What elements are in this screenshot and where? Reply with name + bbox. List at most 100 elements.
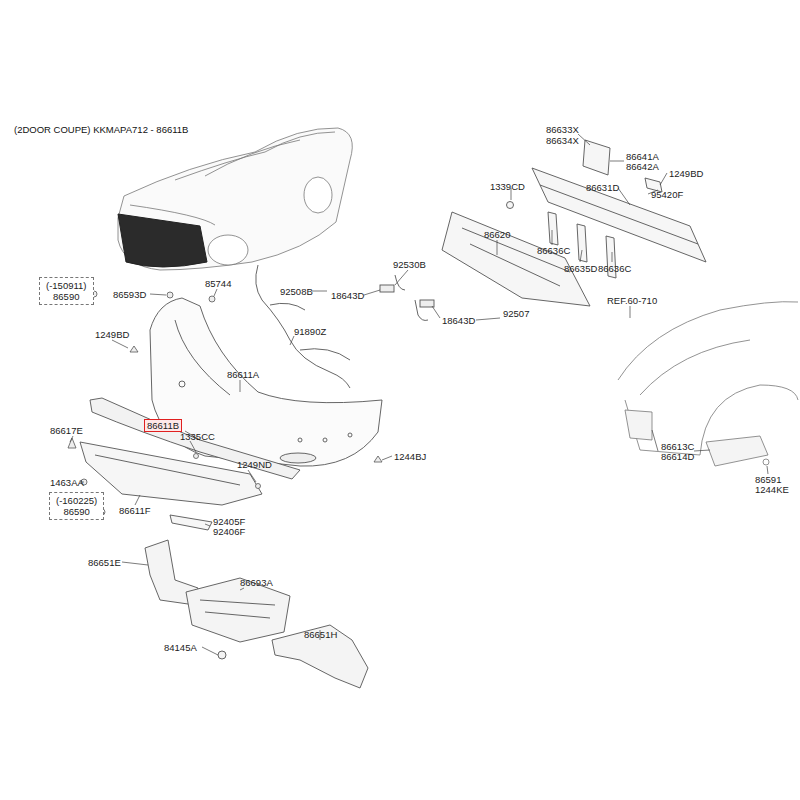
leader-lines-shape (612, 252, 613, 262)
wiring-harness-shape (380, 285, 394, 292)
bumper-cover-shape (323, 438, 327, 442)
fasteners (68, 291, 382, 515)
wiring-harness-shape (420, 300, 434, 307)
callout-number: 86590 (56, 506, 97, 517)
callout-number: 86617E (50, 425, 83, 436)
leader-lines-shape (248, 470, 256, 482)
leader-lines-shape (580, 250, 582, 262)
wiring-harness-shape (395, 275, 428, 320)
bumper-cover (150, 298, 382, 466)
callout-number: 86636C (598, 263, 631, 274)
callout-number: 85744 (205, 278, 231, 289)
callout-number: 86633X (546, 124, 579, 135)
callout-number: 86642A (626, 161, 659, 172)
leader-lines-shape (578, 134, 590, 145)
leader-lines-shape (630, 306, 631, 318)
leader-lines-shape (190, 441, 196, 452)
callout-number: 86651H (304, 629, 337, 640)
callout-number: 1249ND (237, 459, 272, 470)
callout-number: 95420F (651, 189, 683, 200)
leader-lines-shape (610, 161, 624, 162)
leader-lines-shape (70, 436, 73, 442)
fasteners-shape (256, 484, 261, 489)
callout-number: 86631D (586, 182, 619, 193)
leader-lines-shape (660, 173, 667, 185)
callout-number: 92508B (280, 286, 313, 297)
callout-number: 86613C (661, 441, 694, 452)
bumper-cover-shape (348, 433, 352, 437)
callout-number: 86593D (113, 289, 146, 300)
leader-lines-shape (552, 230, 553, 245)
callout-number: 92530B (393, 259, 426, 270)
node-heading: (-160225) (56, 495, 97, 506)
reinforcement-beam-shape (540, 185, 698, 244)
reinforcement-beam-shape (577, 224, 587, 262)
leader-lines-shape (290, 336, 294, 345)
reinforcement-beam-shape (548, 212, 558, 245)
fasteners-shape (209, 296, 215, 302)
bumper-cover-shape (175, 320, 230, 395)
bumper-cover-shape (280, 453, 316, 463)
leader-lines-shape (240, 380, 241, 392)
leader-lines-shape (652, 430, 710, 451)
callout-number: 1244KE (755, 484, 789, 495)
fasteners-shape (68, 438, 76, 448)
callout-number: REF.60-710 (607, 295, 657, 306)
car-outline-shape (304, 177, 332, 213)
car-outline-shape (208, 235, 248, 265)
car-rear-bumper (118, 214, 207, 267)
wiring-harness-shape (270, 303, 350, 360)
callout-number: 86614D (661, 451, 694, 462)
fasteners-shape (130, 346, 138, 352)
leader-lines-shape (214, 289, 217, 296)
callout-number: 86611F (119, 505, 151, 516)
under-covers-shape (272, 625, 368, 688)
wiring-harness (256, 265, 434, 388)
leader-lines-shape (202, 647, 218, 655)
bumper-cover-shape (150, 298, 382, 466)
under-covers-shape (200, 600, 275, 618)
bumper-cover-shape (179, 381, 185, 387)
callout-number: 86641A (626, 151, 659, 162)
fender-outline-shape (763, 459, 769, 465)
diagram-title: (2DOOR COUPE) KKMAPA712 - 86611B (14, 124, 188, 135)
fender-outline-shape (618, 302, 798, 380)
under-covers-shape (218, 651, 226, 659)
reinforcement-beam (507, 140, 707, 278)
callout-number: 86591 (755, 474, 781, 485)
leader-lines-shape (395, 270, 408, 285)
reinforcement-beam-shape (583, 140, 610, 175)
fasteners-shape (374, 456, 382, 462)
fender-outline-shape (640, 340, 750, 395)
callout-number: 86590 (46, 291, 87, 302)
leader-lines-shape (312, 291, 327, 292)
leader-lines-shape (112, 340, 128, 348)
car-outline-shape (175, 132, 335, 180)
callout-number: 86636C (537, 245, 570, 256)
callout-number: 86634X (546, 135, 579, 146)
node-heading: (-150911) (46, 280, 87, 291)
leader-lines-shape (150, 294, 166, 295)
diffuser-garnish (80, 442, 262, 530)
wiring-harness-shape (256, 265, 350, 388)
leader-lines-shape (618, 188, 630, 205)
callout-number: 86635D (564, 263, 597, 274)
leader-lines-shape (497, 240, 498, 255)
callout-number: 1244BJ (394, 451, 426, 462)
callout-number: 1249BD (669, 168, 703, 179)
reinforcement-beam-shape (532, 168, 706, 262)
callout-number: 18643D (442, 315, 475, 326)
callout-number: 84145A (164, 642, 197, 653)
callout-number: 86651E (88, 557, 121, 568)
date-range-box: (-150911)86590 (39, 277, 94, 305)
under-covers-shape (186, 578, 290, 642)
leader-lines-shape (122, 562, 148, 565)
fender-outline-shape (625, 410, 652, 440)
bumper-cover-shape (298, 438, 302, 442)
leader-lines (70, 134, 768, 655)
leader-lines-shape (240, 588, 244, 590)
callout-number: 86620 (484, 229, 510, 240)
